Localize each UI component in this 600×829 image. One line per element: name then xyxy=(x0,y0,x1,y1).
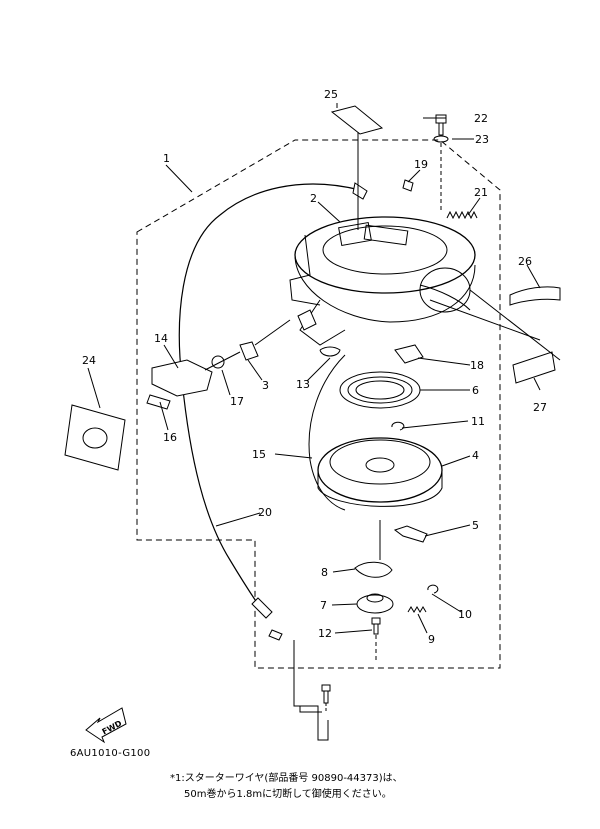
spring-9 xyxy=(407,606,427,613)
spring-10 xyxy=(427,584,439,594)
spring-21 xyxy=(446,210,478,220)
starter-rope-15 xyxy=(308,354,346,511)
callout-6: 6 xyxy=(472,384,479,397)
spiral-spring-6 xyxy=(339,371,421,409)
plate-8 xyxy=(354,561,393,578)
callout-9: 9 xyxy=(428,633,435,646)
drive-plate-7 xyxy=(356,593,394,614)
callout-16: 16 xyxy=(163,431,177,444)
footnote-line-2: 50m巻から1.8mに切断して御使用ください。 xyxy=(184,789,392,800)
callout-1: 1 xyxy=(163,152,170,165)
callout-25: 25 xyxy=(324,88,338,101)
callout-26: 26 xyxy=(518,255,532,268)
callout-20: 20 xyxy=(258,506,272,519)
pin-19 xyxy=(402,179,414,192)
drawing-code: 6AU1010-G100 xyxy=(70,748,151,759)
fwd-label: FWD xyxy=(101,719,124,737)
callout-27: 27 xyxy=(533,401,547,414)
bolt-22 xyxy=(435,114,447,136)
label-25 xyxy=(330,105,384,135)
starter-housing xyxy=(294,216,476,294)
callout-24: 24 xyxy=(82,354,96,367)
callout-19: 19 xyxy=(414,158,428,171)
callout-10: 10 xyxy=(458,608,472,621)
callout-5: 5 xyxy=(472,519,479,532)
pawl-5 xyxy=(393,525,428,543)
label-27 xyxy=(512,351,556,384)
bracket-bottom xyxy=(293,640,329,741)
callout-8: 8 xyxy=(321,566,328,579)
callout-11: 11 xyxy=(471,415,485,428)
assembly-boundary xyxy=(136,139,501,669)
clip-16 xyxy=(146,394,171,410)
callout-13: 13 xyxy=(296,378,310,391)
fwd-arrow-icon xyxy=(85,707,127,744)
callout-3: 3 xyxy=(262,379,269,392)
callout-22: 22 xyxy=(474,112,488,125)
bolt-12 xyxy=(371,617,381,635)
grommet-13 xyxy=(319,346,341,357)
callout-21: 21 xyxy=(474,186,488,199)
handle-bracket-14 xyxy=(151,359,213,397)
label-26 xyxy=(509,286,561,306)
plate-24 xyxy=(64,404,126,471)
callout-labels: 1 2 3 4 5 6 7 8 9 10 11 12 13 14 15 16 1… xyxy=(82,88,547,646)
footnote-line-1: *1:スターターワイヤ(部品番号 90890-44373)は、 xyxy=(170,773,403,784)
callout-7: 7 xyxy=(320,599,327,612)
callout-12: 12 xyxy=(318,627,332,640)
callout-14: 14 xyxy=(154,332,168,345)
clip-11 xyxy=(391,421,405,431)
rope-guide-3 xyxy=(239,341,259,361)
washer-23 xyxy=(433,135,449,143)
callout-23: 23 xyxy=(475,133,489,146)
starter-wire xyxy=(178,183,361,611)
callout-18: 18 xyxy=(470,359,484,372)
footnote: *1:スターターワイヤ(部品番号 90890-44373)は、 50m巻から1.… xyxy=(170,771,403,803)
callout-4: 4 xyxy=(472,449,479,462)
callout-2: 2 xyxy=(310,192,317,205)
stopper-18 xyxy=(394,344,424,364)
callout-17: 17 xyxy=(230,395,244,408)
callout-15: 15 xyxy=(252,448,266,461)
pulley-4 xyxy=(317,437,443,507)
